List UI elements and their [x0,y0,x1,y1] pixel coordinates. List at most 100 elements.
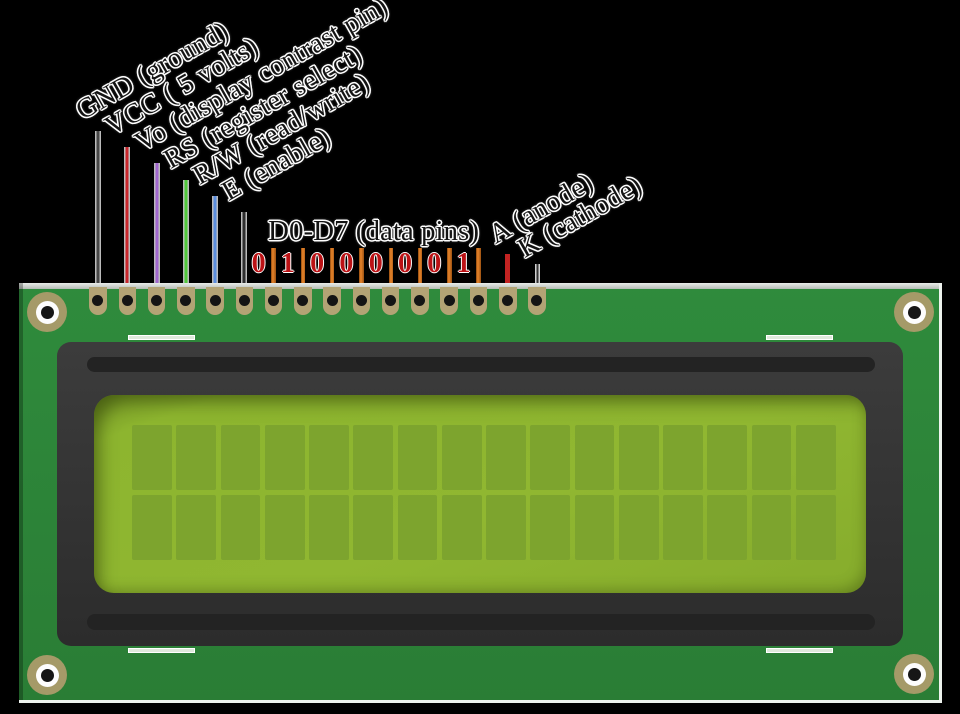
char-cell-r1c11 [574,425,615,490]
header-pad-10 [352,287,371,315]
char-cell-r1c9 [486,425,526,490]
header-pad-8 [294,287,312,315]
data-bit-d6: 0 [427,248,442,279]
pad-hole-5 [209,294,221,306]
mounting-hole-bottom-left [27,655,67,695]
data-bit-d4: 0 [368,248,383,279]
wire-a [505,254,511,283]
wire-d7 [476,248,481,286]
char-cell-r1c15 [751,425,792,490]
char-cell-r2c8 [441,495,482,560]
char-cell-r1c14 [707,425,748,490]
header-pad-15 [499,287,517,315]
pad-hole-6 [238,294,250,306]
char-cell-r1c7 [397,425,438,490]
char-cell-r2c5 [309,495,349,560]
char-cell-r2c7 [397,495,438,560]
wire-r-w [212,196,219,288]
mounting-hole-bottom-right [894,654,934,694]
char-cell-r2c6 [353,495,394,560]
header-pad-12 [411,287,429,315]
pad-hole-10 [355,294,367,306]
wire-d0 [271,248,276,286]
mounting-hole-center [40,668,54,682]
solder-tick-4 [766,648,833,653]
char-cell-r2c14 [707,495,748,560]
mounting-hole-top-right [894,292,934,332]
wire-e [241,212,248,288]
wire-d2 [329,248,335,286]
char-cell-r2c13 [663,495,703,560]
data-bit-d3: 0 [339,248,354,279]
pad-hole-9 [326,294,338,306]
pad-hole-14 [472,294,484,306]
wire-k [534,264,540,284]
pad-hole-7 [268,294,280,306]
header-pad-13 [440,287,458,315]
char-cell-r1c1 [132,425,172,490]
header-pad-7 [264,287,283,315]
header-pad-3 [147,287,166,315]
char-cell-r1c4 [264,425,305,490]
pcb-right-highlight [939,283,942,703]
header-pad-5 [206,287,224,315]
wire-gnd [95,131,101,288]
header-pad-9 [323,287,341,315]
char-cell-r2c2 [176,495,217,560]
header-pad-4 [177,287,195,315]
pad-hole-1 [92,294,104,306]
mounting-hole-center [907,667,921,681]
char-cell-r2c11 [574,495,615,560]
data-bit-d2: 0 [310,248,325,279]
header-pad-2 [118,287,137,315]
mounting-hole-top-left [27,292,67,332]
char-cell-r2c3 [220,495,261,560]
char-cell-r2c16 [795,495,836,560]
mounting-hole-center [907,305,921,319]
char-cell-r1c5 [309,425,349,490]
char-cell-r1c16 [795,425,836,490]
pad-hole-2 [121,294,133,306]
data-bit-d0: 0 [251,248,266,279]
lcd-module-pcb [19,283,942,703]
mounting-hole-center [40,305,54,319]
solder-tick-2 [766,335,833,340]
pad-hole-11 [385,294,397,306]
lcd-bezel [57,342,903,646]
pcb-bottom-highlight [19,700,942,703]
wire-d6 [447,248,452,286]
wire-vcc [124,147,131,288]
bezel-groove-bottom [87,614,875,630]
wire-d4 [388,248,393,286]
pad-hole-4 [180,294,192,306]
char-cell-r1c6 [353,425,394,490]
header-pad-16 [528,287,546,315]
header-pad-14 [469,287,488,315]
wire-d3 [359,248,364,286]
data-bit-d7: 1 [456,248,471,279]
solder-tick-3 [128,648,195,653]
data-pins-label: D0-D7 (data pins) [268,215,480,247]
pad-hole-16 [531,294,543,306]
pad-hole-3 [150,294,162,306]
data-bit-d1: 1 [280,248,295,279]
char-cell-r2c10 [530,495,571,560]
char-cell-r1c3 [220,425,261,490]
pcb-left-shadow [19,283,23,703]
header-pad-11 [381,287,400,315]
pcb-top-edge [19,283,942,289]
char-cell-r1c10 [530,425,571,490]
char-cell-r2c4 [264,495,305,560]
pad-hole-12 [414,294,426,306]
char-cell-r2c9 [486,495,526,560]
pad-hole-13 [443,294,455,306]
char-cell-r2c12 [618,495,659,560]
pad-hole-8 [297,294,309,306]
char-cell-r1c2 [176,425,217,490]
wire-rs [182,180,189,288]
char-cell-r2c15 [751,495,792,560]
pad-hole-15 [502,294,514,306]
header-pad-6 [235,287,254,315]
